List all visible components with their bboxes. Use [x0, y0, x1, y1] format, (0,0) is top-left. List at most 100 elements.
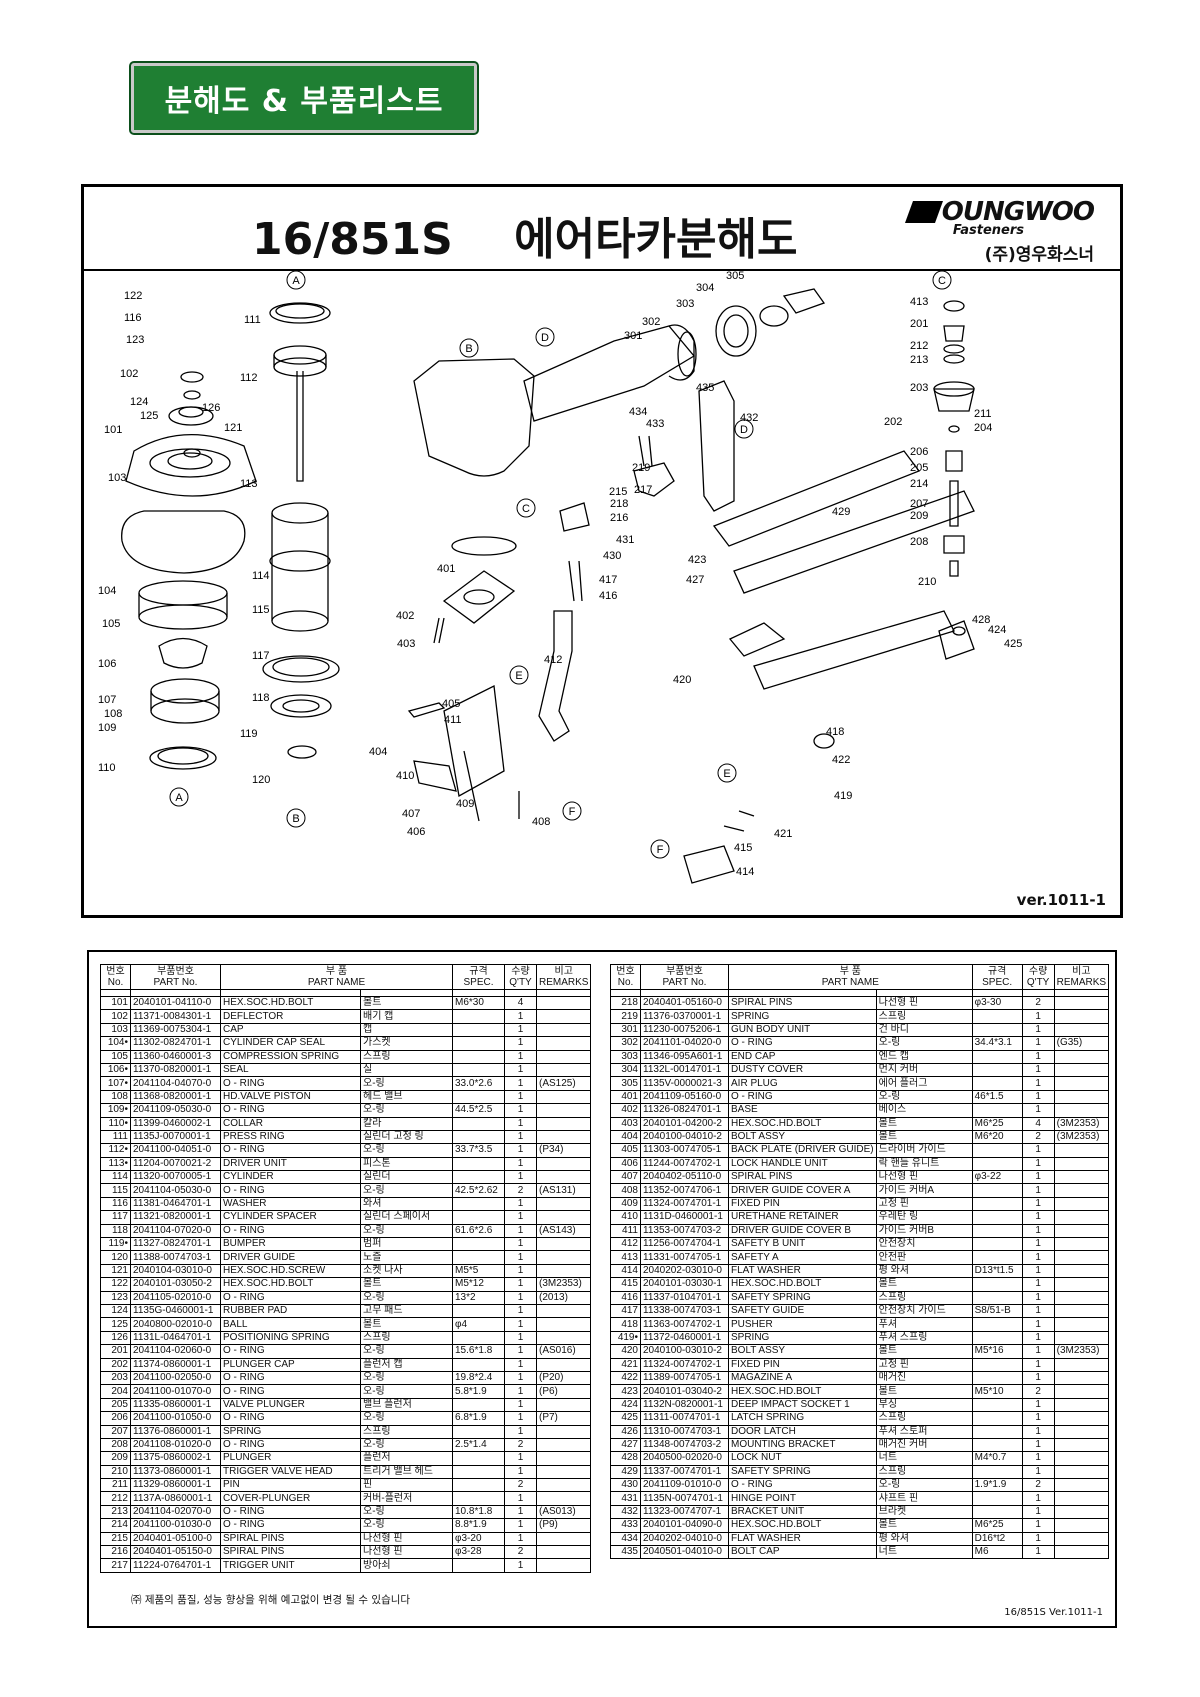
table-cell: 218 — [610, 995, 641, 1011]
table-cell: 1 — [504, 1089, 537, 1105]
table-cell: 배기 캡 — [360, 1009, 453, 1024]
table-cell: 126 — [100, 1330, 131, 1346]
table-cell: 락 핸들 유니트 — [875, 1156, 973, 1172]
part-number-label: 425 — [1004, 638, 1022, 650]
table-cell — [535, 1437, 592, 1453]
table-cell: SPIRAL PINS — [220, 1531, 361, 1547]
table-cell: 11324-0074702-1 — [640, 1357, 729, 1372]
part-number-label: 124 — [130, 396, 148, 408]
table-cell: SAFETY SPRING — [728, 1464, 877, 1480]
table-cell: 볼트 — [875, 1518, 973, 1533]
callout-letter: D — [541, 332, 549, 344]
table-cell: 1 — [504, 1156, 537, 1172]
callout-letter: B — [465, 343, 472, 355]
table-cell: 124 — [100, 1303, 131, 1319]
table-cell — [535, 1116, 592, 1131]
part-number-label: 404 — [369, 746, 387, 758]
table-cell: 108 — [100, 1089, 131, 1105]
callout-circle — [717, 763, 737, 783]
table-cell: O - RING — [220, 1384, 361, 1399]
table-cell: 11204-0070021-2 — [130, 1156, 221, 1172]
table-cell — [452, 1237, 505, 1252]
part-number-label: 201 — [910, 318, 928, 330]
table-cell: 오-링 — [360, 1143, 453, 1158]
table-cell: 푸셔 — [875, 1317, 973, 1332]
part-number-label: 412 — [544, 654, 562, 666]
table-cell — [535, 1330, 592, 1346]
table-cell: 1 — [1021, 1170, 1055, 1185]
table-cell — [452, 1129, 505, 1145]
table-cell: (P34) — [535, 1143, 592, 1158]
table-cell: 오-링 — [360, 1437, 453, 1453]
table-cell: 1 — [1021, 1237, 1055, 1252]
table-cell: O - RING — [728, 1478, 877, 1493]
table-cell: 1 — [1021, 1464, 1055, 1480]
table-cell — [971, 1237, 1023, 1252]
table-cell: HEX.SOC.HD.BOLT — [728, 1518, 877, 1533]
table-cell: 2040101-03030-1 — [640, 1277, 729, 1292]
table-cell — [971, 1196, 1023, 1212]
part-number-label: 405 — [442, 698, 460, 710]
table-cell: 403 — [610, 1116, 641, 1131]
table-cell — [1053, 1143, 1110, 1158]
table-cell: 트리거 밸브 헤드 — [360, 1464, 453, 1480]
table-cell: 216 — [100, 1545, 131, 1560]
table-cell: 4 — [504, 995, 537, 1011]
table-cell: AIR PLUG — [728, 1076, 877, 1091]
table-cell: D16*t2 — [971, 1531, 1023, 1547]
table-cell: 볼트 — [360, 1277, 453, 1292]
table-cell — [535, 1451, 592, 1466]
table-cell: 오-링 — [360, 1223, 453, 1239]
table-cell: 417 — [610, 1303, 641, 1319]
part-number-label: 427 — [686, 574, 704, 586]
table-cell: 428 — [610, 1451, 641, 1466]
table-cell: 11369-0075304-1 — [130, 1022, 221, 1038]
table-cell — [1053, 1330, 1110, 1346]
table-cell — [1053, 1022, 1110, 1038]
table-cell: 캡 — [360, 1022, 453, 1038]
table-cell: 핀 — [360, 1478, 453, 1493]
table-cell: 118 — [100, 1223, 131, 1239]
table-cell: 1 — [1021, 1183, 1055, 1198]
brand-name: OUNGWOO — [904, 197, 1095, 227]
table-cell: 11371-0084301-1 — [130, 1009, 221, 1024]
table-cell: LOCK NUT — [728, 1451, 877, 1466]
part-number-label: 216 — [610, 512, 628, 524]
callout-circle — [734, 419, 754, 439]
part-number-label: 212 — [910, 340, 928, 352]
table-cell: 1 — [504, 1277, 537, 1292]
table-cell: O - RING — [220, 1344, 361, 1359]
table-cell: LOCK HANDLE UNIT — [728, 1156, 877, 1172]
table-cell: 2 — [1021, 1478, 1055, 1493]
table-cell: 1 — [504, 1076, 537, 1091]
table-cell: DEEP IMPACT SOCKET 1 — [728, 1397, 877, 1413]
table-cell: 211 — [100, 1478, 131, 1493]
table-cell: 1 — [1021, 1049, 1055, 1064]
table-cell: 201 — [100, 1344, 131, 1359]
table-cell: 11388-0074703-1 — [130, 1250, 221, 1265]
table-cell — [452, 1357, 505, 1372]
part-number-label: 421 — [774, 828, 792, 840]
table-cell: COVER-PLUNGER — [220, 1491, 361, 1506]
part-number-label: 415 — [734, 842, 752, 854]
table-cell: 1 — [1021, 1317, 1055, 1332]
table-cell: 스프링 — [360, 1424, 453, 1439]
table-cell: 매거진 커버 — [875, 1437, 973, 1453]
table-cell: SAFETY A — [728, 1250, 877, 1265]
table-cell — [1053, 1183, 1110, 1198]
table-cell: 오-링 — [360, 1103, 453, 1118]
table-cell: SPRING — [728, 1330, 877, 1346]
table-cell: 평 와셔 — [875, 1263, 973, 1279]
table-cell: 1 — [504, 1384, 537, 1399]
table-cell: 11368-0820001-1 — [130, 1089, 221, 1105]
